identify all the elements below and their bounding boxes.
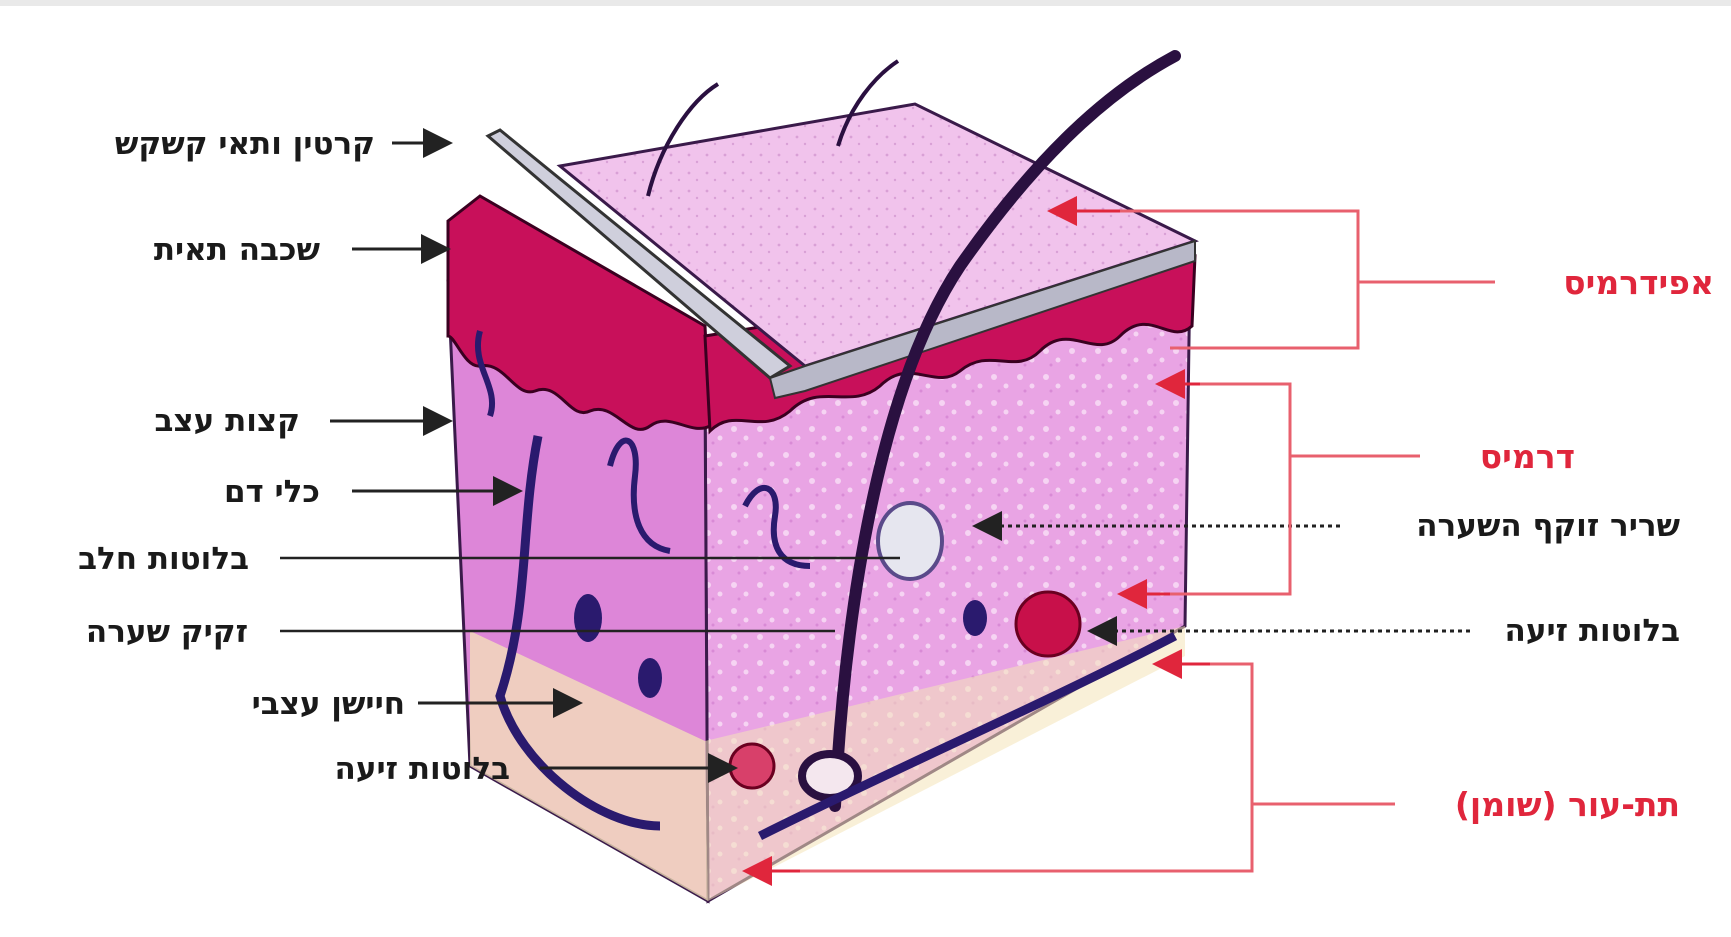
- label-nerve-sensor: חיישן עצבי: [252, 689, 405, 720]
- label-dermis: דרמיס: [1480, 440, 1575, 473]
- label-epidermis: אפידרמיס: [1563, 266, 1714, 299]
- label-hair-follicle: זקיק שערה: [86, 617, 248, 648]
- sweat-gland-right-shape: [1016, 592, 1080, 656]
- label-milk-gland: בלוטות חלב: [78, 544, 249, 575]
- label-subcutis: תת-עור (שומן): [1455, 788, 1680, 821]
- nerve-receptor-1: [574, 594, 602, 642]
- sweat-gland-left-shape: [730, 744, 774, 788]
- label-nerve-endings: קצות עצב: [155, 406, 300, 437]
- label-keratin: קרטין ותאי קשקש: [115, 129, 375, 160]
- sebaceous-gland: [878, 503, 942, 579]
- label-sweat-gland-right: בלוטות זיעה: [1505, 616, 1680, 647]
- label-hair-muscle: שריר זוקף השערה: [1416, 511, 1680, 542]
- label-blood-vessels: כלי דם: [224, 477, 320, 508]
- label-sweat-gland-left: בלוטות זיעה: [335, 754, 510, 785]
- nerve-receptor-2: [638, 658, 662, 698]
- nerve-receptor-3: [963, 600, 987, 636]
- label-cell-layer: שכבה תאית: [154, 235, 320, 266]
